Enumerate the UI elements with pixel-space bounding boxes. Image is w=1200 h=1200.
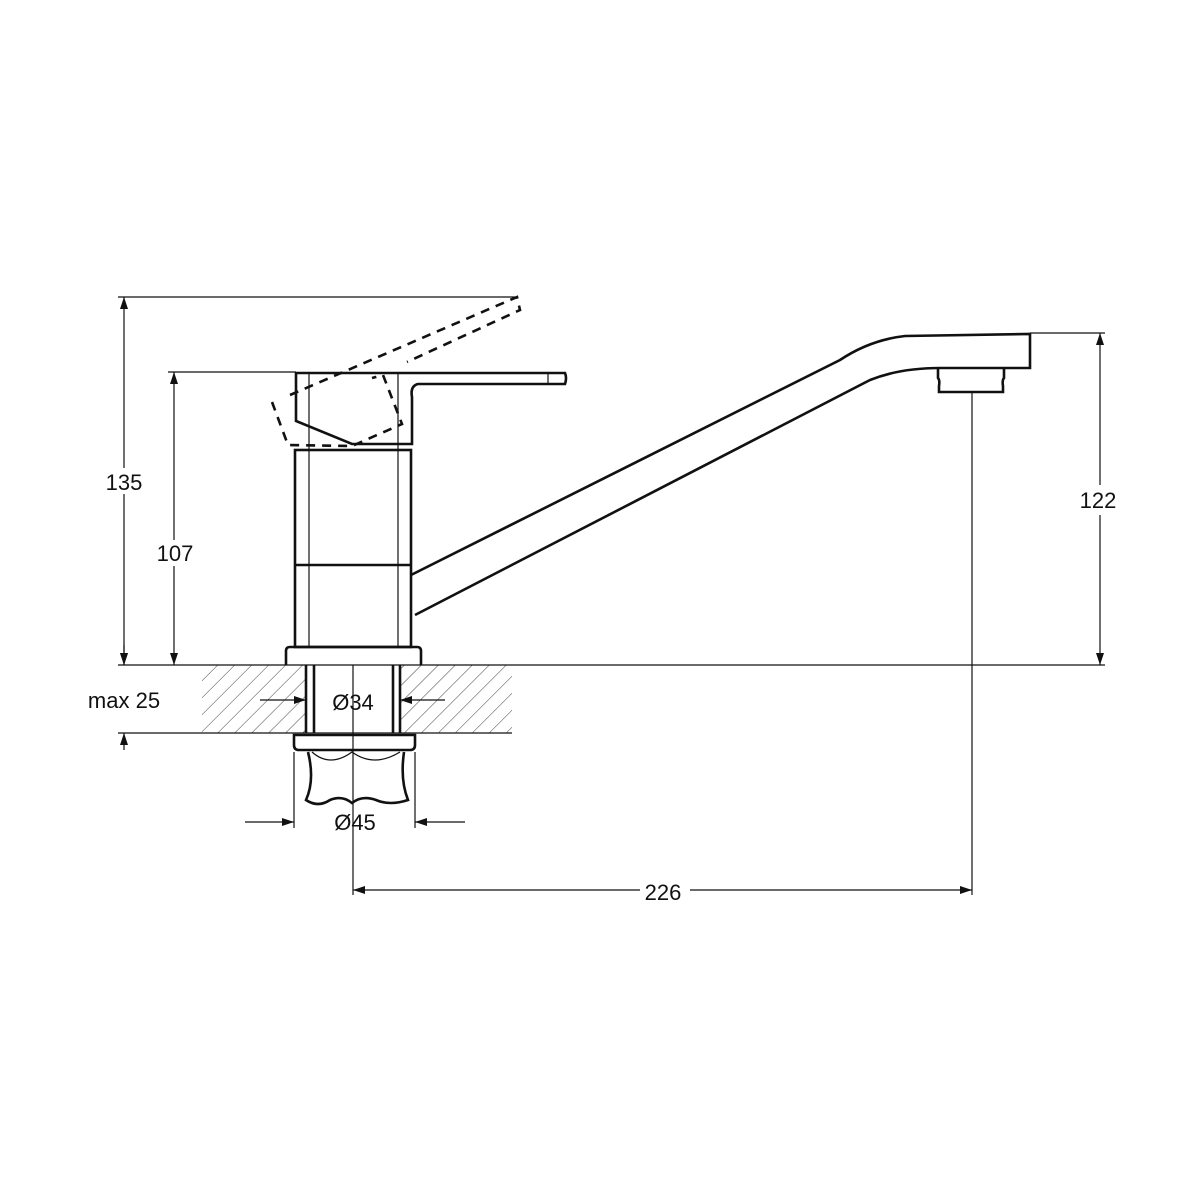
dimension-135: 135 [100,296,515,665]
spout [410,332,1032,617]
dim-label-107: 107 [157,541,194,566]
dimension-d45: Ø45 [245,752,465,835]
dimension-122: 122 [1030,332,1124,665]
dim-label-226: 226 [645,880,682,905]
mounting-pipe [304,665,402,733]
dimension-max-25: max 25 [76,645,174,750]
base-flange [284,645,423,665]
mounting-nut [292,733,417,806]
dim-label-d34: Ø34 [332,690,374,715]
countertop-section [118,664,1105,734]
dimension-107: 107 [150,371,296,665]
dim-label-135: 135 [106,470,143,495]
lever-handle [294,371,568,446]
dimension-d34: Ø34 [260,690,445,715]
dim-label-122: 122 [1080,488,1117,513]
faucet-body [293,373,413,649]
lever-raised-position [270,295,522,448]
aerator [936,368,1006,394]
dim-label-max-25: max 25 [88,688,160,713]
countertop-hatch-left [202,665,306,733]
dim-label-d45: Ø45 [334,810,376,835]
dimension-226: 226 [353,880,972,905]
countertop-hatch-right [400,665,512,733]
